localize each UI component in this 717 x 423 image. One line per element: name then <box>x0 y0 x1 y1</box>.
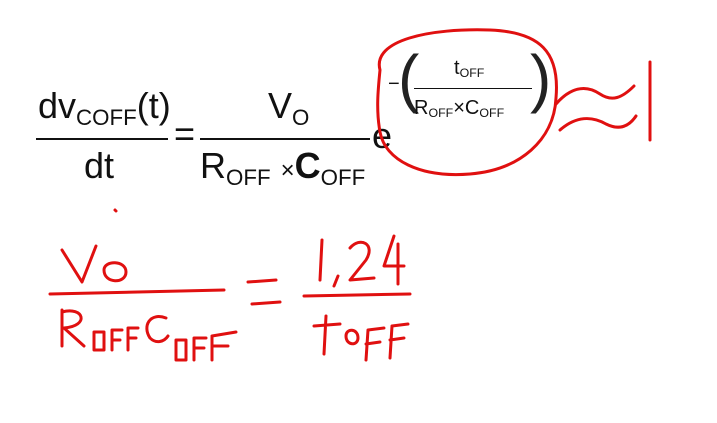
exp-denom-c: C <box>464 97 480 119</box>
exp-minus: − <box>388 73 400 95</box>
exp-denom-times: × <box>453 97 465 119</box>
hw-sub-off-1 <box>92 326 140 352</box>
hw-o-small <box>344 328 360 346</box>
lhs-numerator: dvCOFF(t) <box>38 85 171 129</box>
rhs-fraction-bar <box>200 138 370 140</box>
hw-two <box>348 240 376 282</box>
exp-numerator: tOFF <box>454 57 485 81</box>
lhs-fraction-bar <box>36 138 168 140</box>
approx-squiggle-top <box>554 84 636 106</box>
hw-four <box>382 234 406 286</box>
ink-dot <box>113 208 118 213</box>
hw-v <box>60 244 98 284</box>
rhs-numerator-sub: O <box>292 105 310 131</box>
hw-sub-off-2 <box>174 330 238 362</box>
rhs-denom-r-sub: OFF <box>226 165 271 191</box>
hw-equals-top <box>246 278 278 284</box>
exp-denom-c-sub: OFF <box>479 106 505 121</box>
exp-denom-r: R <box>414 97 429 119</box>
exp-right-paren: ) <box>530 42 552 114</box>
lhs-numerator-main: dv <box>38 85 77 126</box>
hw-r <box>60 308 86 348</box>
lhs-numerator-tail: (t) <box>136 85 171 126</box>
hw-f2 <box>388 322 410 360</box>
exp-denom-r-sub: OFF <box>428 106 454 121</box>
hw-one <box>318 238 324 282</box>
approx-squiggle-bottom <box>558 114 638 132</box>
rhs-denom-c: C <box>294 145 321 186</box>
rhs-denominator: ROFF ×COFF <box>200 145 365 189</box>
hw-left-bar <box>48 288 226 296</box>
exp-num-main: t <box>454 57 460 79</box>
rhs-numerator: VO <box>268 85 309 129</box>
hw-o <box>102 261 128 283</box>
hw-c <box>145 315 170 344</box>
exp-num-sub: OFF <box>459 66 485 81</box>
hw-comma <box>332 274 340 288</box>
lhs-numerator-sub: COFF <box>76 105 137 131</box>
circle-around-exponent <box>376 28 558 177</box>
rhs-denom-times: × <box>280 157 295 184</box>
hw-equals-bottom <box>250 300 282 306</box>
exp-denominator: ROFF×COFF <box>414 97 505 121</box>
exp-left-paren: ( <box>398 42 420 114</box>
exp-fraction-bar <box>414 88 532 90</box>
hw-t <box>312 314 342 356</box>
equals-sign: = <box>174 113 196 154</box>
hw-f1 <box>364 326 386 362</box>
rhs-denom-c-sub: OFF <box>320 165 366 191</box>
rhs-denom-r: R <box>200 145 226 186</box>
rhs-numerator-main: V <box>268 85 293 126</box>
lhs-denominator: dt <box>84 145 115 186</box>
hw-right-bar <box>302 292 412 298</box>
